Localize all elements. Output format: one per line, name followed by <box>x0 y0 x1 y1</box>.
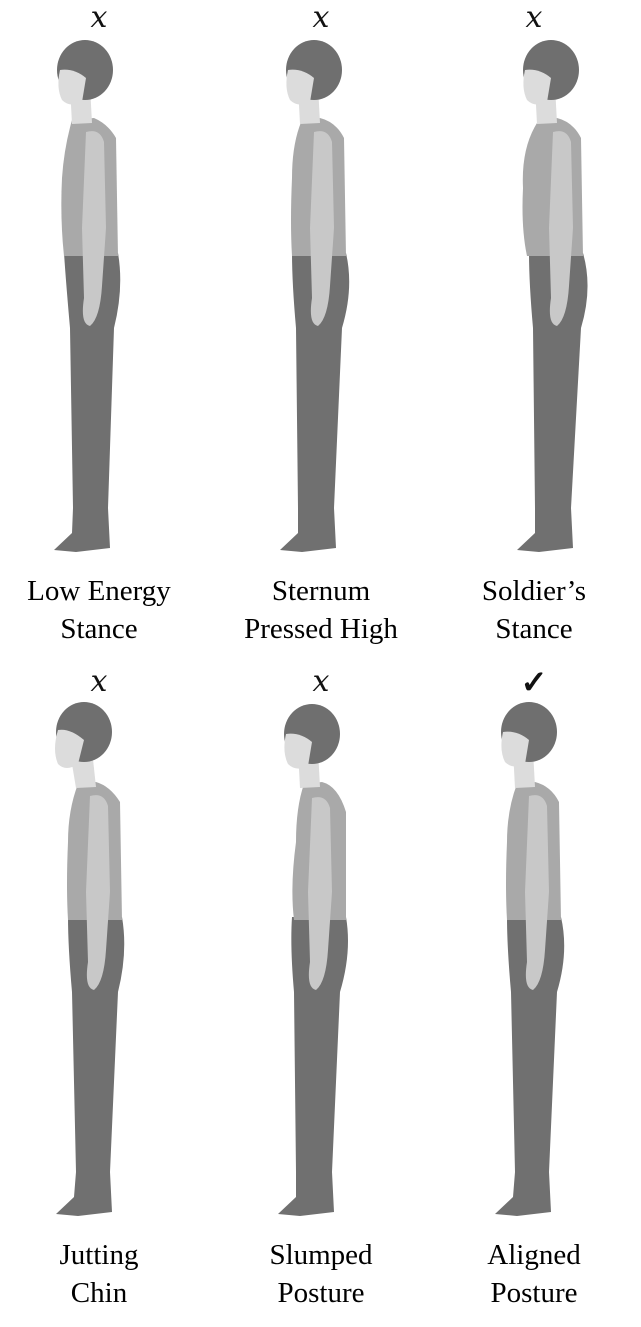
posture-caption: Jutting Chin <box>0 1236 206 1312</box>
posture-figure-aligned-posture <box>427 692 641 1232</box>
posture-figure-low-energy <box>0 28 206 568</box>
figure-cell-low-energy: x Low Energy Stance <box>0 0 206 663</box>
posture-caption: Slumped Posture <box>214 1236 428 1312</box>
posture-caption: Sternum Pressed High <box>214 572 428 648</box>
posture-figure-soldiers-stance <box>427 28 641 568</box>
posture-figure-jutting-chin <box>0 692 206 1232</box>
figure-cell-jutting-chin: x Jutting Chin <box>0 664 206 1327</box>
figure-cell-slumped-posture: x Slumped Posture <box>214 664 428 1327</box>
posture-caption: Low Energy Stance <box>0 572 206 648</box>
figure-cell-aligned-posture: ✓ Aligned Posture <box>427 664 641 1327</box>
posture-figure-sternum-pressed-high <box>214 28 428 568</box>
figure-cell-sternum-pressed-high: x Sternum Pressed High <box>214 0 428 663</box>
posture-caption: Soldier’s Stance <box>427 572 641 648</box>
posture-caption: Aligned Posture <box>427 1236 641 1312</box>
posture-figure-slumped-posture <box>214 692 428 1232</box>
figure-cell-soldiers-stance: x Soldier’s Stance <box>427 0 641 663</box>
